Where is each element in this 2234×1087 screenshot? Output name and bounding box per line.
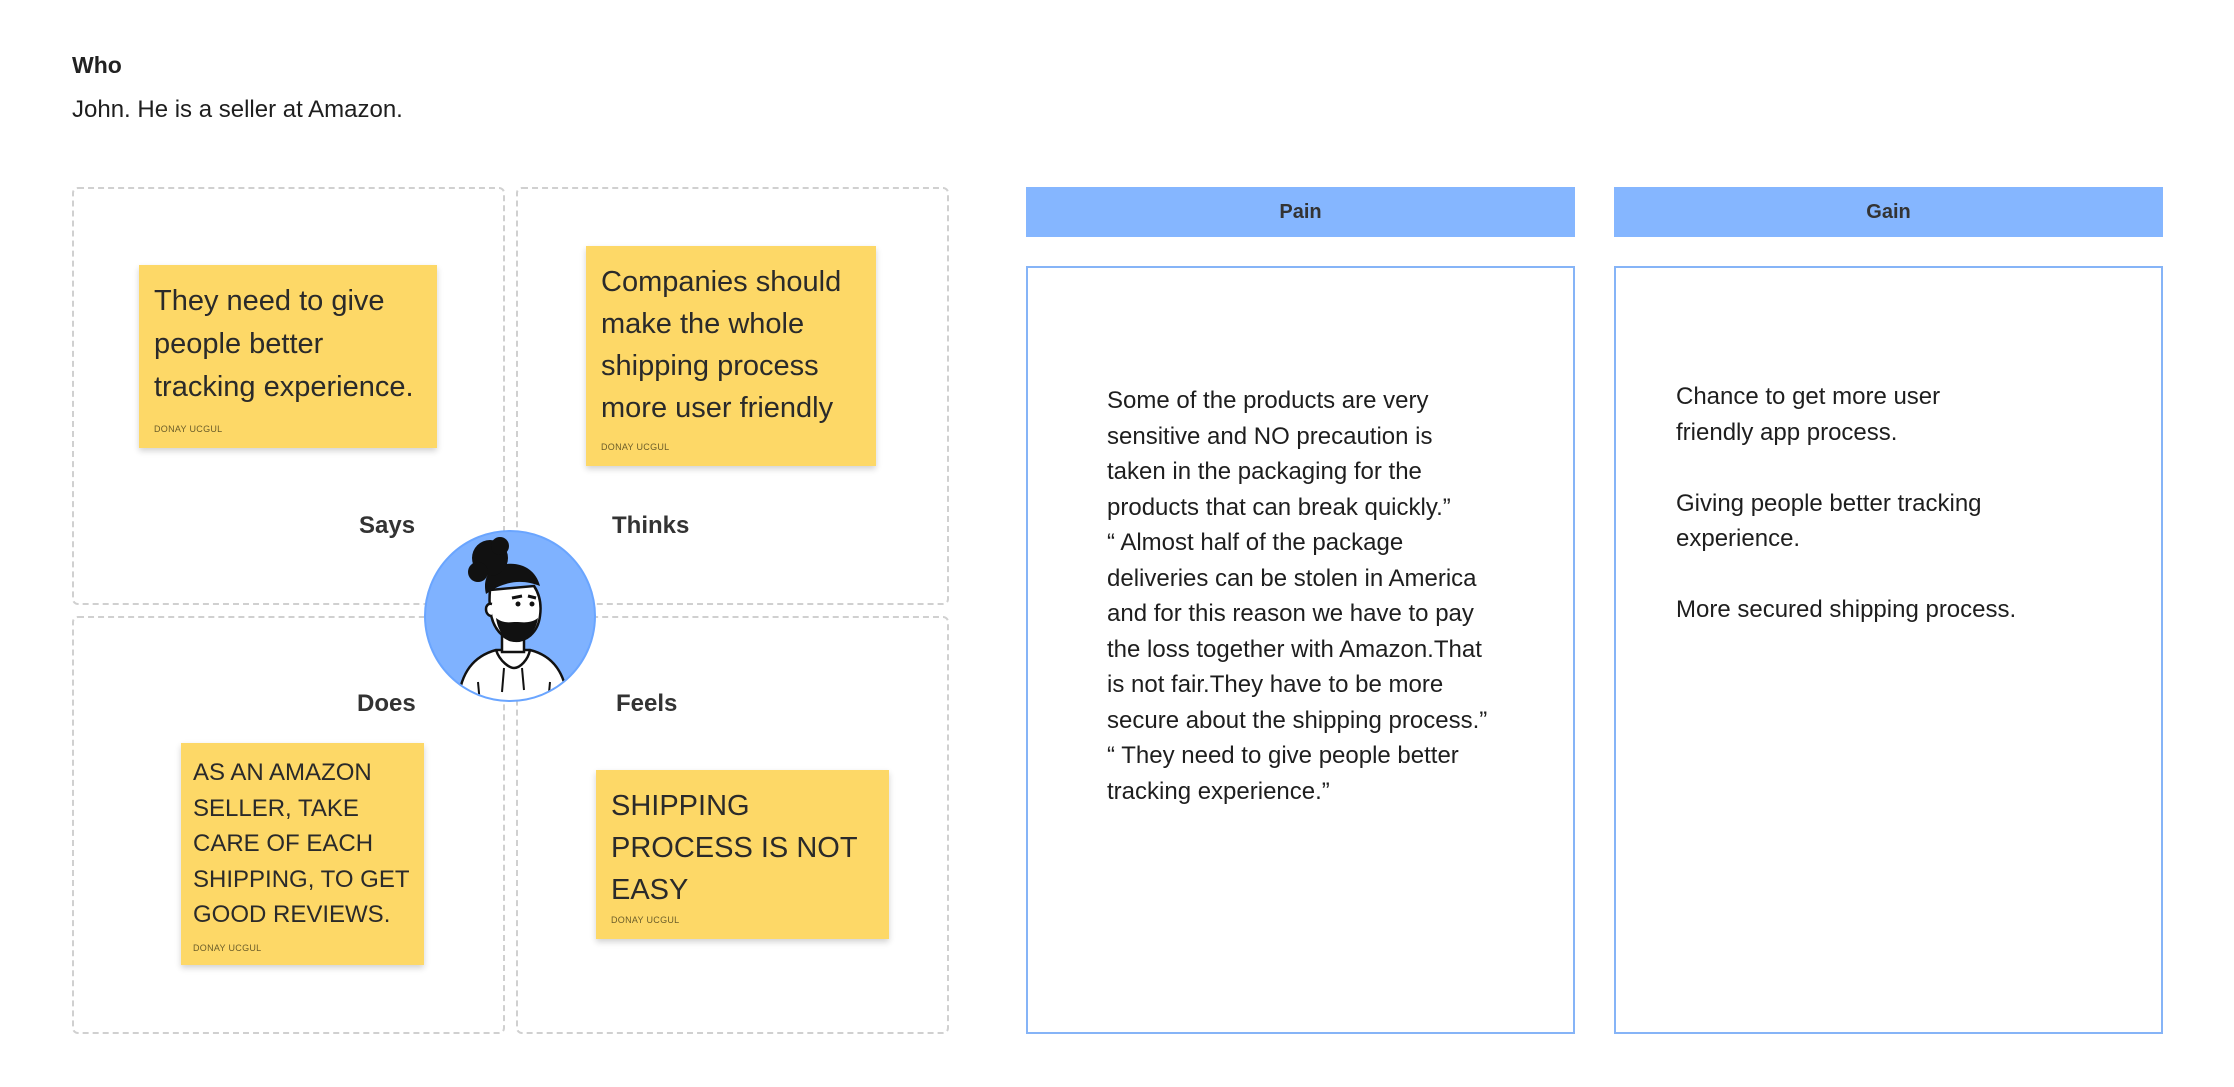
does-sticky-note[interactable]: AS AN AMAZON SELLER, TAKE CARE OF EACH S… bbox=[181, 743, 424, 965]
feels-note-author: DONAY UCGUL bbox=[611, 915, 680, 925]
does-note-text: AS AN AMAZON SELLER, TAKE CARE OF EACH S… bbox=[193, 759, 410, 928]
who-title: Who bbox=[72, 52, 122, 78]
feels-quadrant bbox=[516, 616, 949, 1034]
thinks-label: Thinks bbox=[612, 512, 690, 539]
pain-panel: Some of the products are very sensitive … bbox=[1026, 266, 1575, 1034]
feels-label: Feels bbox=[616, 690, 678, 717]
does-quadrant bbox=[72, 616, 505, 1034]
thinks-note-text: Companies should make the whole shipping… bbox=[601, 266, 842, 424]
says-note-author: DONAY UCGUL bbox=[154, 424, 223, 434]
says-label: Says bbox=[359, 512, 416, 539]
feels-note-text: SHIPPING PROCESS IS NOT EASY bbox=[611, 790, 858, 906]
pain-text: Some of the products are very sensitive … bbox=[1107, 387, 1488, 805]
gain-panel: Chance to get more user friendly app pro… bbox=[1614, 266, 2163, 1034]
feels-sticky-note[interactable]: SHIPPING PROCESS IS NOT EASY DONAY UCGUL bbox=[596, 770, 889, 939]
does-note-author: DONAY UCGUL bbox=[193, 943, 262, 953]
thinks-note-author: DONAY UCGUL bbox=[601, 442, 670, 452]
says-note-text: They need to give people better tracking… bbox=[154, 285, 414, 403]
gain-header: Gain bbox=[1614, 187, 2163, 237]
says-quadrant bbox=[72, 187, 505, 605]
gain-text: Chance to get more user friendly app pro… bbox=[1676, 383, 2017, 623]
person-illustration-icon bbox=[457, 537, 569, 700]
persona-avatar bbox=[424, 530, 596, 702]
does-label: Does bbox=[357, 690, 416, 717]
says-sticky-note[interactable]: They need to give people better tracking… bbox=[139, 265, 437, 448]
pain-header: Pain bbox=[1026, 187, 1575, 237]
who-text: John. He is a seller at Amazon. bbox=[72, 96, 403, 123]
thinks-sticky-note[interactable]: Companies should make the whole shipping… bbox=[586, 246, 876, 466]
thinks-quadrant bbox=[516, 187, 949, 605]
